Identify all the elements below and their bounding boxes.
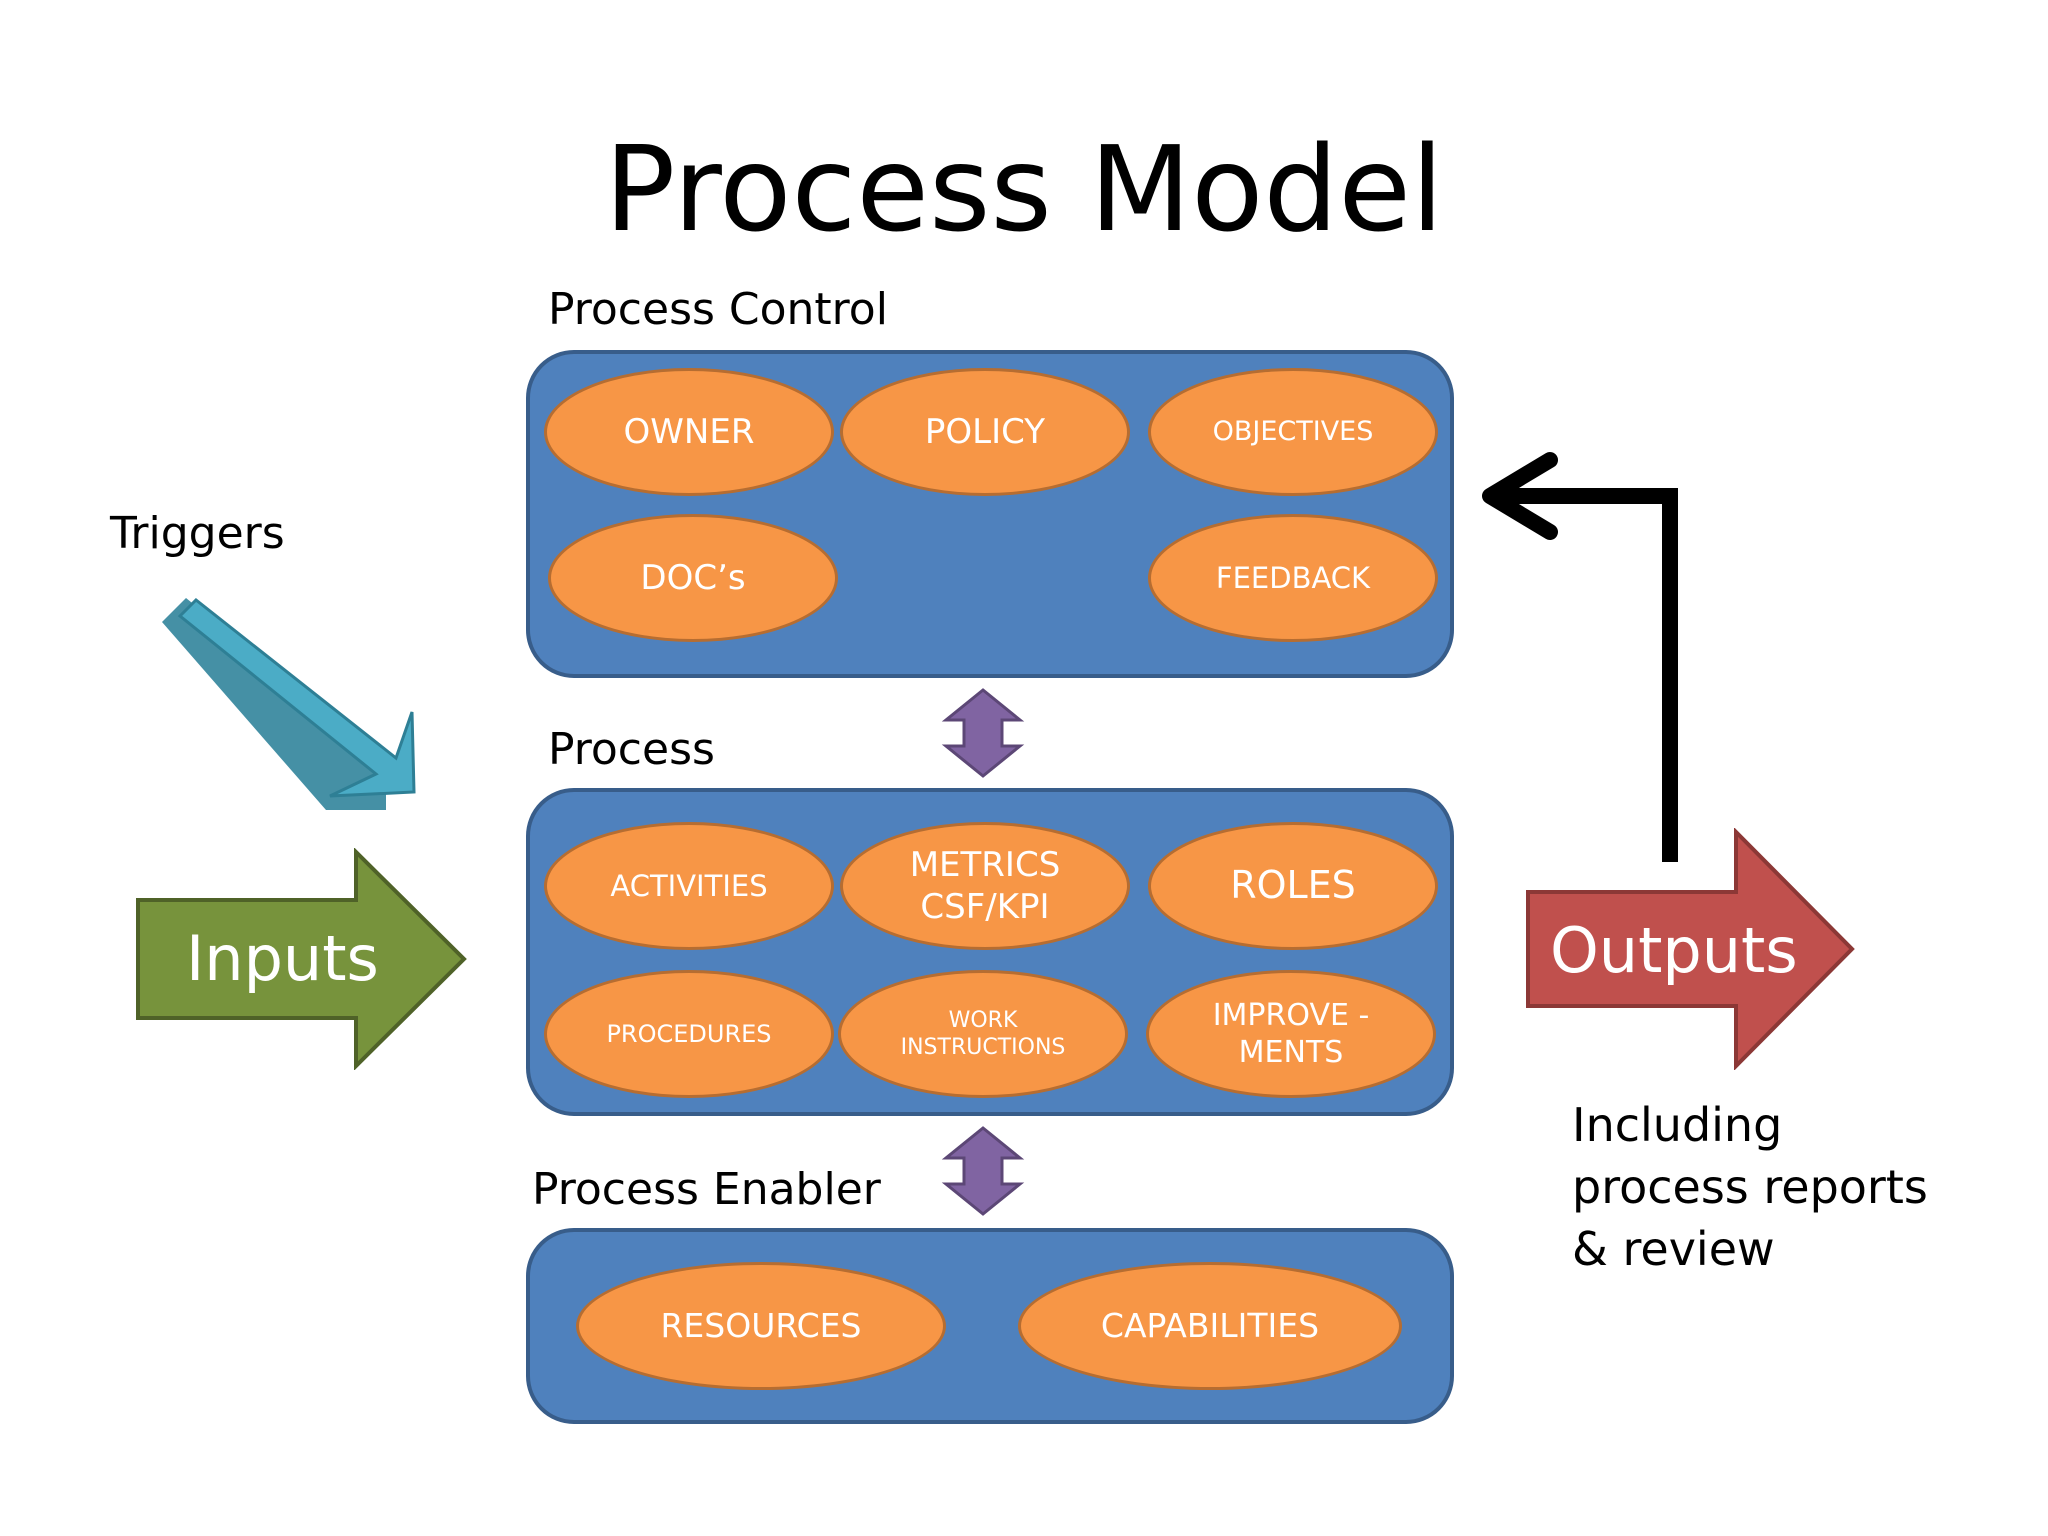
section-label-process-enabler: Process Enabler xyxy=(532,1164,881,1215)
ellipse-resources: RESOURCES xyxy=(576,1262,946,1390)
ellipse-policy: POLICY xyxy=(840,368,1130,496)
section-label-process-control: Process Control xyxy=(548,284,888,335)
section-label-process: Process xyxy=(548,724,715,775)
outputs-label: Outputs xyxy=(1550,914,1798,987)
ellipse-improvements: IMPROVE - MENTS xyxy=(1146,970,1436,1098)
ellipse-metrics: METRICS CSF/KPI xyxy=(840,822,1130,950)
ellipse-activities: ACTIVITIES xyxy=(544,822,834,950)
page-title: Process Model xyxy=(604,120,1444,258)
ellipse-docs: DOC’s xyxy=(548,514,838,642)
ellipse-owner: OWNER xyxy=(544,368,834,496)
ellipse-feedback: FEEDBACK xyxy=(1148,514,1438,642)
feedback-loop-arrow-icon xyxy=(1482,452,1678,862)
inputs-label: Inputs xyxy=(186,922,379,995)
outputs-note: Including process reports & review xyxy=(1572,1098,1928,1276)
double-arrow-process-enabler-icon xyxy=(941,1126,1025,1216)
inputs-arrow-icon xyxy=(136,848,467,1070)
double-arrow-control-process-icon xyxy=(941,688,1025,778)
triggers-arrow-icon xyxy=(162,597,416,810)
outputs-arrow-icon xyxy=(1526,828,1855,1070)
ellipse-work-instructions: WORK INSTRUCTIONS xyxy=(838,970,1128,1098)
ellipse-procedures: PROCEDURES xyxy=(544,970,834,1098)
ellipse-objectives: OBJECTIVES xyxy=(1148,368,1438,496)
triggers-label: Triggers xyxy=(110,508,285,559)
ellipse-roles: ROLES xyxy=(1148,822,1438,950)
ellipse-capabilities: CAPABILITIES xyxy=(1018,1262,1402,1390)
